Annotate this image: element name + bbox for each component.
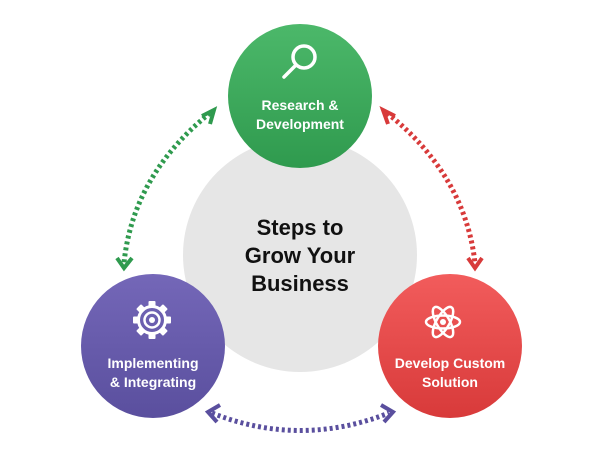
step-label-line-2: Solution <box>422 374 478 390</box>
step-label-implementing: Implementing & Integrating <box>83 354 223 392</box>
center-title-line-2: Grow Your <box>244 243 356 268</box>
step-label-develop: Develop Custom Solution <box>380 354 520 392</box>
arrowhead-left <box>204 403 222 424</box>
connector-line <box>385 111 478 264</box>
center-title: Steps to Grow Your Business <box>200 214 400 298</box>
center-title-line-3: Business <box>251 271 349 296</box>
step-circle-implementing <box>81 274 225 418</box>
step-label-line-1: Implementing <box>107 355 199 371</box>
arrowhead-up-left <box>201 106 218 125</box>
arrowhead-right <box>379 403 397 424</box>
center-title-line-1: Steps to <box>256 215 344 240</box>
center-circle <box>183 138 417 372</box>
step-label-line-1: Research & <box>261 97 339 113</box>
gear-icon <box>133 301 171 339</box>
atom-icon <box>424 305 462 339</box>
step-label-line-2: & Integrating <box>109 374 197 390</box>
arrowhead-down-right <box>466 256 484 272</box>
connector-research-implementing <box>115 106 218 272</box>
connector-implementing-develop <box>204 403 397 433</box>
step-label-research: Research & Development <box>230 96 370 134</box>
step-label-line-2: Development <box>256 116 344 132</box>
step-label-line-1: Develop Custom <box>394 355 506 371</box>
arrowhead-up-right <box>379 105 396 125</box>
step-circle-develop <box>378 274 522 418</box>
magnifier-icon <box>282 44 317 79</box>
connector-research-develop <box>379 105 484 272</box>
step-circle-research <box>228 24 372 168</box>
arrowhead-down-left <box>115 256 134 272</box>
connector-line <box>211 410 390 433</box>
connector-line <box>121 111 212 264</box>
